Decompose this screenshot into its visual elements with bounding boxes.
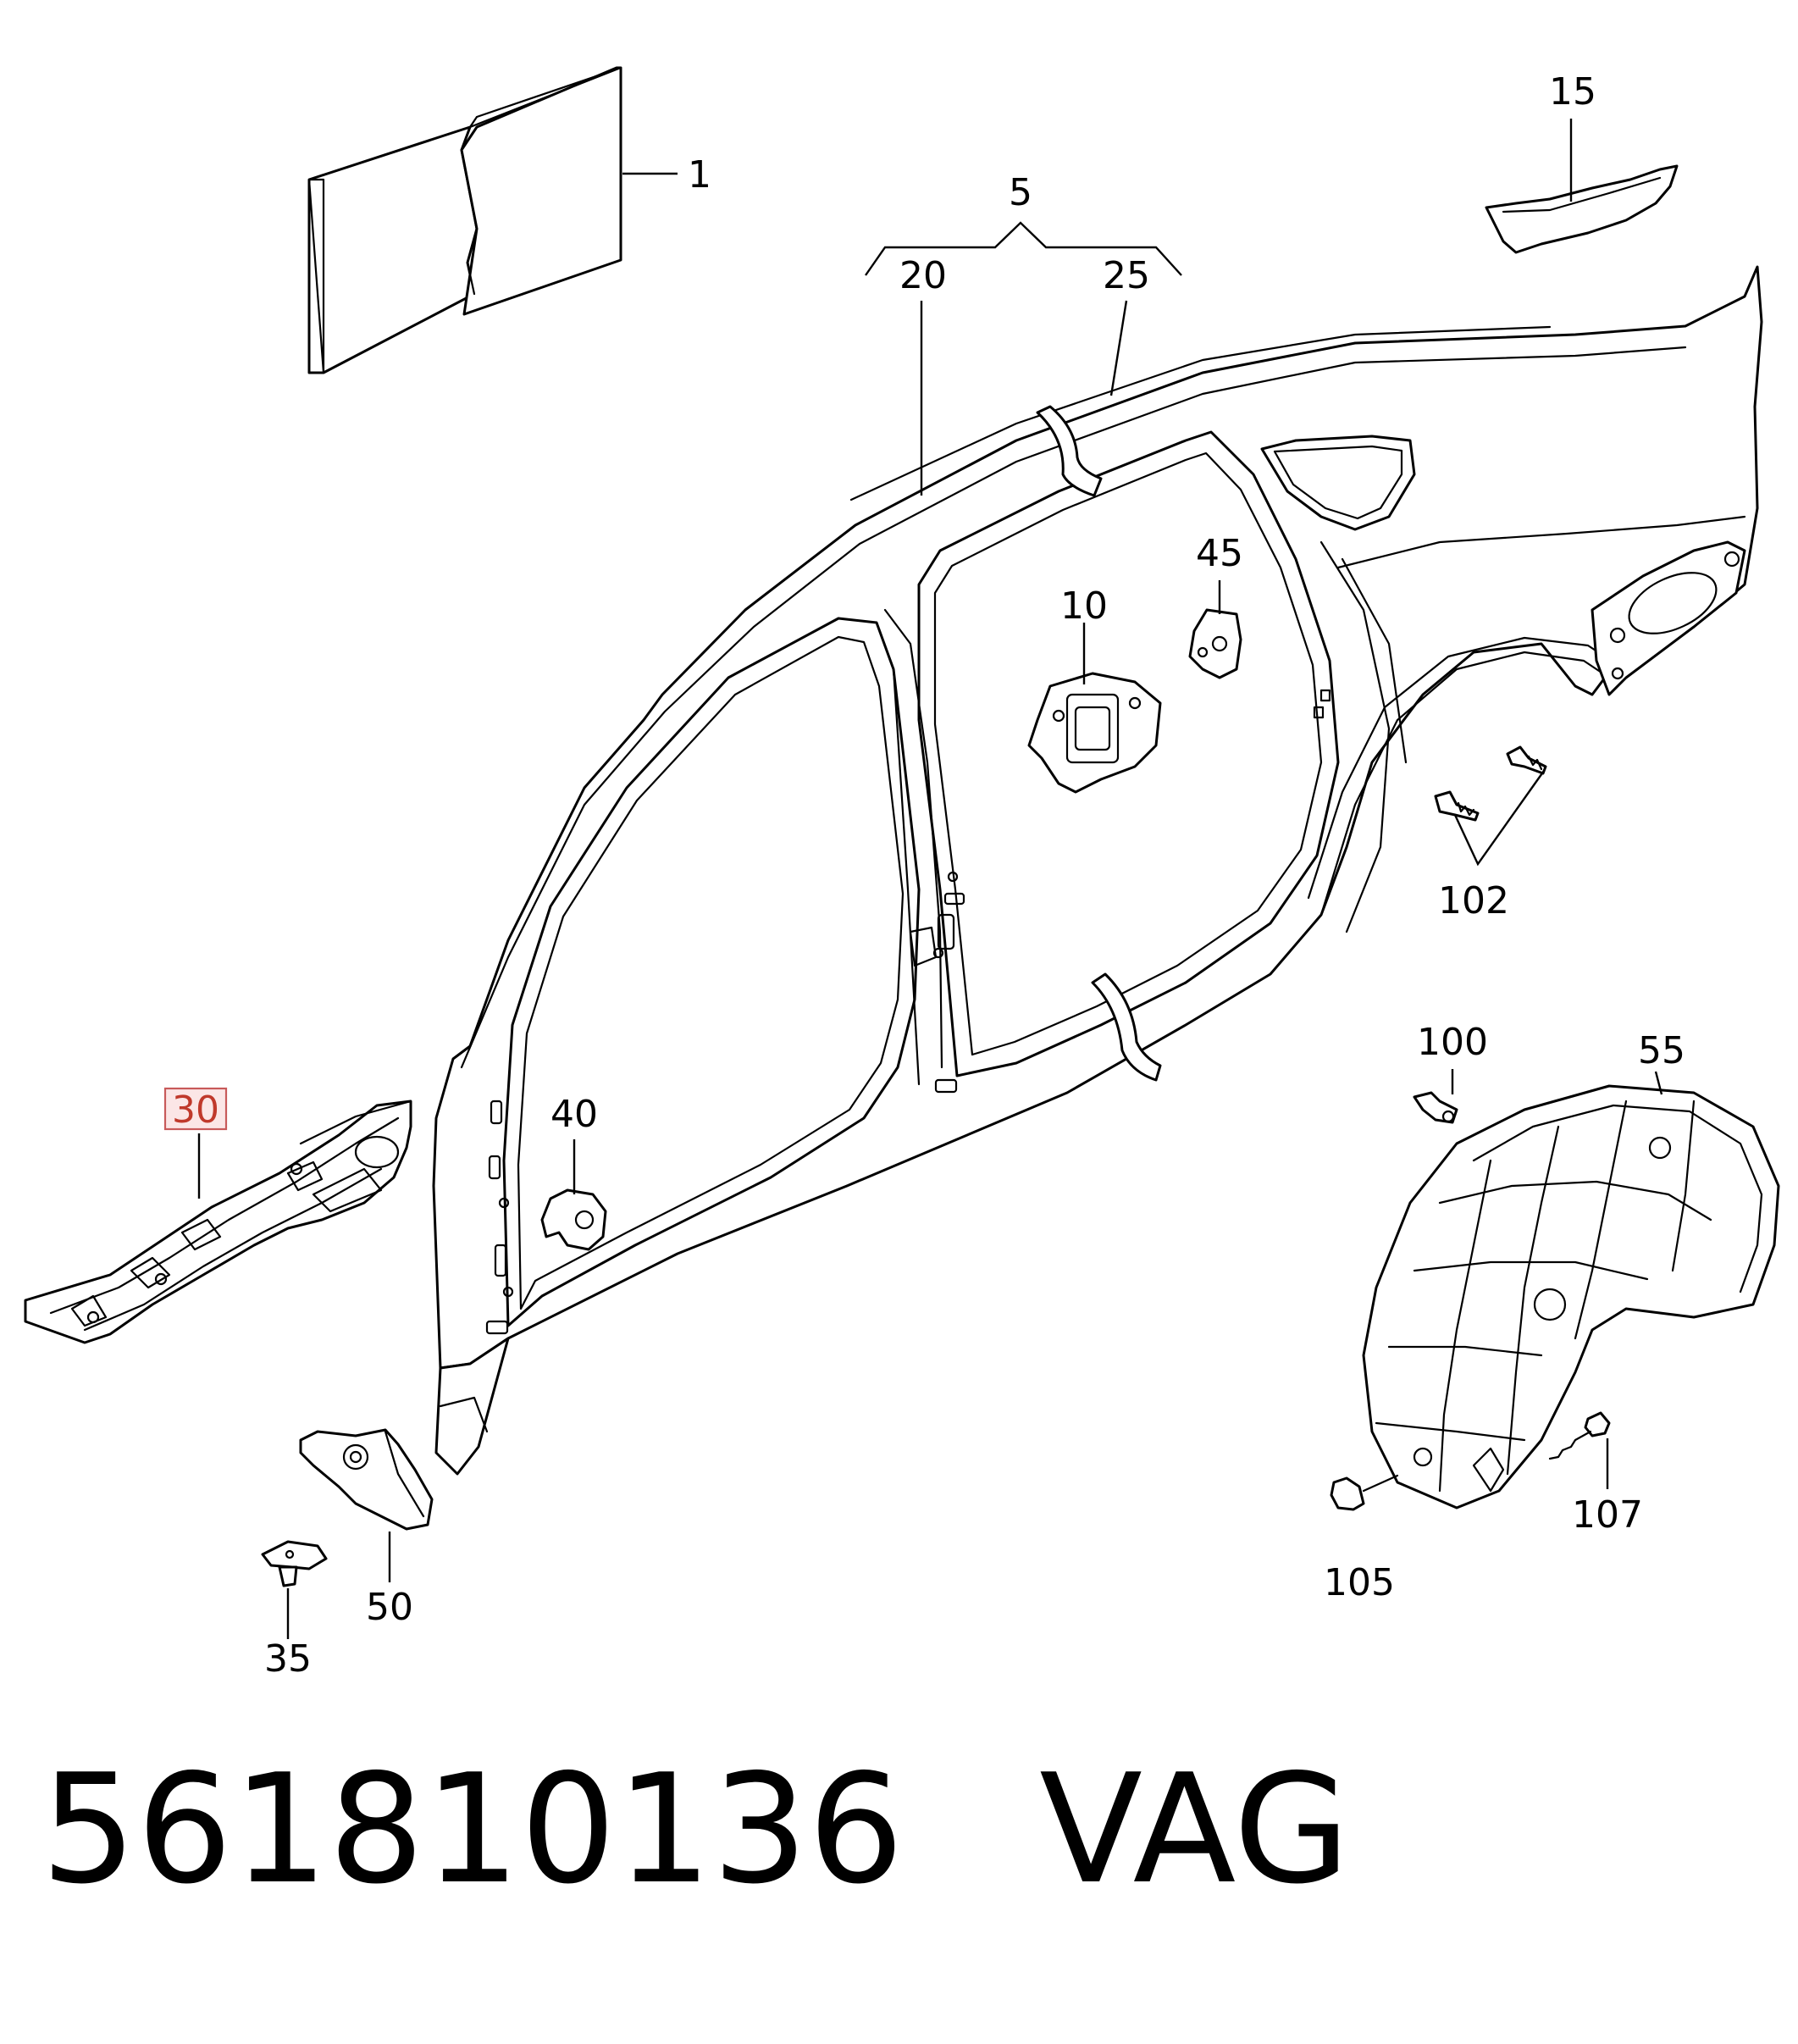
callout-25: 25 (1103, 254, 1150, 297)
footer: 561810136 VAG (41, 1745, 1350, 1914)
callout-30-highlight (163, 1087, 228, 1131)
part-102-screws (1434, 745, 1547, 822)
part-107-screw (1548, 1411, 1611, 1460)
part-number: 561810136 (41, 1742, 905, 1917)
part-10-reinforcement (1027, 672, 1162, 794)
callout-1: 1 (688, 153, 711, 197)
part-15-trim (1485, 164, 1679, 254)
brand-name: VAG (1039, 1742, 1351, 1917)
callout-35: 35 (264, 1637, 312, 1681)
part-35-clip (261, 1540, 328, 1587)
part-50-bracket (299, 1428, 434, 1531)
callout-20: 20 (899, 254, 947, 297)
callout-15: 15 (1549, 70, 1596, 114)
part-105-clip (1330, 1474, 1399, 1511)
leader-lines (197, 119, 1663, 1639)
part-100-clip (1413, 1091, 1458, 1124)
part-30-longitudinal-member (24, 1100, 412, 1344)
callout-labels: 1 5 20 25 15 45 10 102 100 55 40 30 107 … (163, 70, 1685, 1681)
callout-55: 55 (1638, 1029, 1685, 1072)
callout-102: 102 (1438, 879, 1509, 922)
part-45-bracket (1188, 608, 1242, 679)
callout-10: 10 (1060, 584, 1108, 628)
callout-30: 30 (172, 1088, 219, 1132)
callout-5: 5 (1009, 171, 1032, 214)
callout-45: 45 (1196, 532, 1243, 575)
part-55-wheelhouse-liner (1362, 1084, 1780, 1509)
callout-107: 107 (1572, 1493, 1643, 1537)
callout-105: 105 (1324, 1561, 1395, 1604)
part-40-bracket (540, 1188, 607, 1251)
callout-40: 40 (550, 1093, 598, 1136)
callout-100: 100 (1417, 1021, 1488, 1064)
part-1-pads (307, 66, 622, 374)
callout-50: 50 (366, 1586, 413, 1629)
